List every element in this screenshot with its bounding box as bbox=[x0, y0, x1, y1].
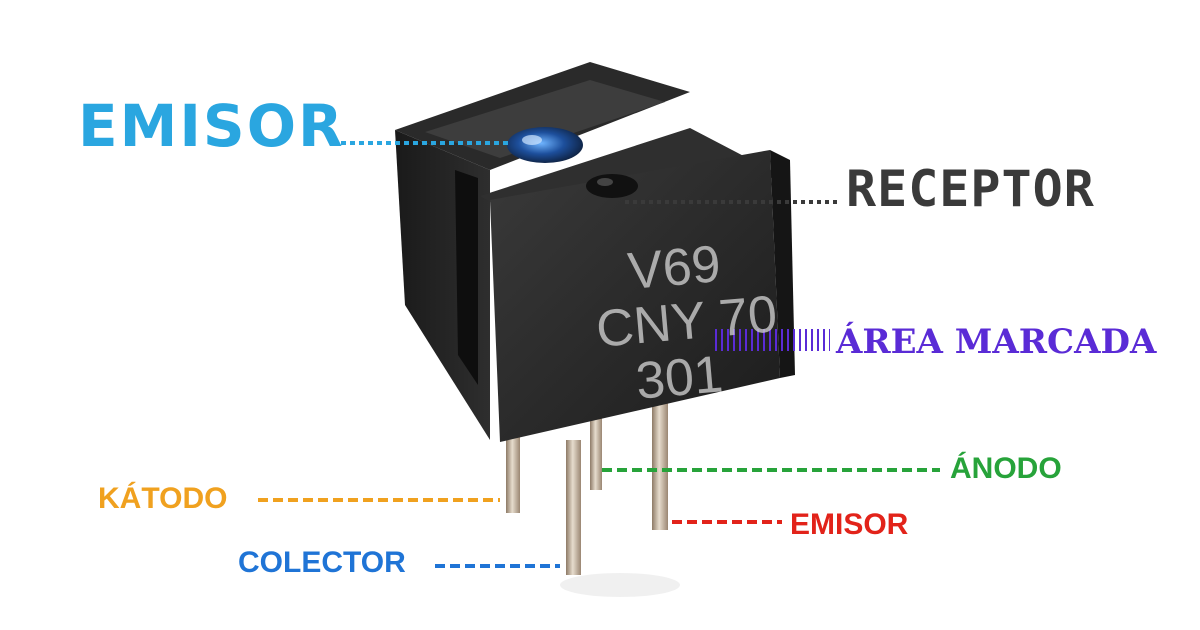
label-anodo: ÁNODO bbox=[950, 452, 1062, 485]
marking-line-3: 301 bbox=[633, 345, 726, 411]
label-emisor-pin: EMISOR bbox=[790, 508, 909, 541]
receptor-lens bbox=[586, 174, 638, 198]
pin-colector bbox=[566, 440, 581, 575]
label-receptor: RECEPTOR bbox=[846, 160, 1095, 218]
label-emisor-top: EMISOR bbox=[78, 92, 345, 160]
label-area-marcada: ÁREA MARCADA bbox=[836, 322, 1157, 362]
leader-lines bbox=[258, 141, 940, 568]
emitter-lens bbox=[507, 127, 583, 163]
pin-emisor bbox=[652, 380, 668, 530]
label-katodo: KÁTODO bbox=[98, 482, 228, 515]
component-body bbox=[395, 62, 795, 442]
component-pins bbox=[506, 380, 680, 597]
pin-anodo bbox=[590, 410, 602, 490]
label-colector: COLECTOR bbox=[238, 546, 406, 579]
